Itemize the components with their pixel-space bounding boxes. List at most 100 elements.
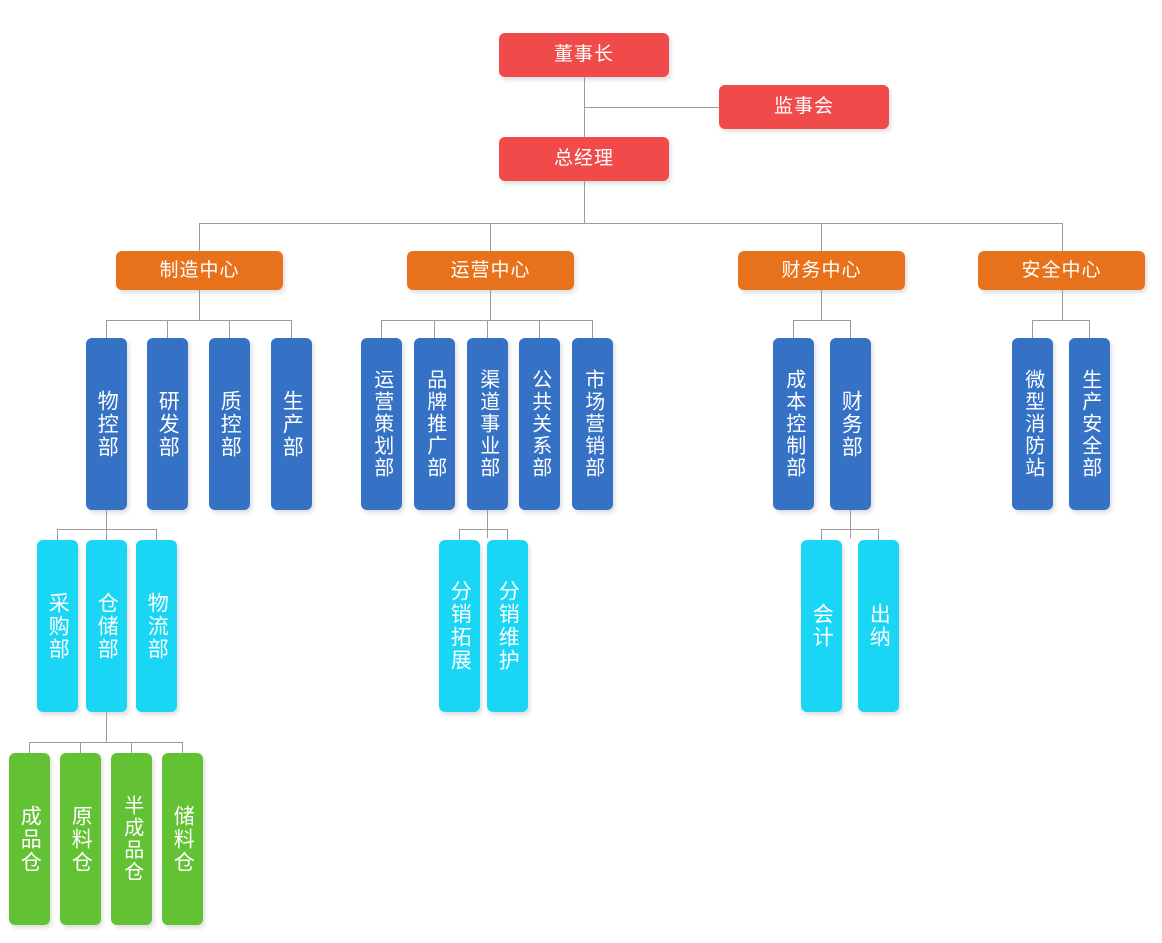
node-label: 储料仓: [171, 804, 195, 874]
connector-drop-operations: [490, 223, 491, 251]
connector-safety-down: [1062, 290, 1063, 320]
node-marketing-dept[interactable]: 市场营销部: [572, 338, 613, 510]
connector-drop-material-control: [106, 320, 107, 338]
connector-drop-ops-planning: [381, 320, 382, 338]
node-accounting[interactable]: 会计: [801, 540, 842, 712]
connector-drop-public-rel: [539, 320, 540, 338]
node-label: 运营中心: [450, 259, 531, 281]
node-label: 品牌推广部: [423, 369, 446, 479]
connector-manufacturing-down: [199, 290, 200, 320]
node-manufacturing-center[interactable]: 制造中心: [116, 251, 283, 290]
node-brand-promo-dept[interactable]: 品牌推广部: [414, 338, 455, 510]
connector-gm-down: [584, 181, 585, 223]
node-label: 监事会: [773, 96, 834, 118]
node-ops-planning-dept[interactable]: 运营策划部: [361, 338, 402, 510]
node-label: 研发部: [156, 389, 180, 459]
connector-drop-accounting: [821, 529, 822, 540]
connector-drop-semi-finished: [131, 742, 132, 753]
node-distribution-maintain[interactable]: 分销维护: [487, 540, 528, 712]
node-label: 物控部: [95, 389, 119, 459]
connector-drop-cost-control: [793, 320, 794, 338]
connector-drop-production: [291, 320, 292, 338]
node-distribution-expand[interactable]: 分销拓展: [439, 540, 480, 712]
node-label: 分销拓展: [448, 580, 472, 672]
node-logistics-dept[interactable]: 物流部: [136, 540, 177, 712]
connector-drop-channel-biz: [487, 320, 488, 338]
connector-drop-safety: [1062, 223, 1063, 251]
node-raw-material-warehouse[interactable]: 原料仓: [60, 753, 101, 925]
node-label: 公共关系部: [528, 369, 551, 479]
connector-drop-mini-fire-station: [1032, 320, 1033, 338]
node-label: 运营策划部: [370, 369, 393, 479]
node-finance-dept[interactable]: 财务部: [830, 338, 871, 510]
node-label: 安全中心: [1021, 259, 1102, 281]
connector-drop-quality-control: [229, 320, 230, 338]
node-label: 生产部: [280, 389, 304, 459]
node-label: 成品仓: [18, 804, 42, 874]
connector-operations-down: [490, 290, 491, 320]
node-finished-goods-warehouse[interactable]: 成品仓: [9, 753, 50, 925]
node-board-of-supervisors[interactable]: 监事会: [719, 85, 889, 129]
connector-finance-bus: [793, 320, 850, 321]
node-production-dept[interactable]: 生产部: [271, 338, 312, 510]
node-rnd-dept[interactable]: 研发部: [147, 338, 188, 510]
connector-centers-bus: [199, 223, 1063, 224]
node-label: 财务中心: [781, 259, 862, 281]
node-label: 董事长: [553, 44, 614, 66]
node-channel-biz-dept[interactable]: 渠道事业部: [467, 338, 508, 510]
node-quality-control-dept[interactable]: 质控部: [209, 338, 250, 510]
connector-drop-warehouse: [106, 529, 107, 540]
connector-drop-finance: [821, 223, 822, 251]
node-label: 采购部: [46, 591, 70, 661]
node-label: 总经理: [553, 148, 614, 170]
connector-drop-raw-material: [80, 742, 81, 753]
connector-drop-brand-promo: [434, 320, 435, 338]
connector-drop-storage-material: [182, 742, 183, 753]
node-label: 出纳: [867, 603, 891, 649]
node-material-control-dept[interactable]: 物控部: [86, 338, 127, 510]
node-safety-center[interactable]: 安全中心: [978, 251, 1145, 290]
connector-safety-bus: [1032, 320, 1089, 321]
node-label: 会计: [810, 603, 834, 649]
connector-material-control-down: [106, 510, 107, 538]
connector-drop-rnd: [167, 320, 168, 338]
connector-drop-finished-goods: [29, 742, 30, 753]
connector-channel-biz-down: [487, 510, 488, 538]
node-label: 制造中心: [159, 259, 240, 281]
node-label: 质控部: [218, 389, 242, 459]
node-label: 半成品仓: [120, 795, 143, 883]
node-mini-fire-station[interactable]: 微型消防站: [1012, 338, 1053, 510]
connector-drop-logistics: [156, 529, 157, 540]
connector-channel-biz-bus: [459, 529, 507, 530]
node-warehouse-dept[interactable]: 仓储部: [86, 540, 127, 712]
node-purchasing-dept[interactable]: 采购部: [37, 540, 78, 712]
connector-drop-marketing: [592, 320, 593, 338]
connector-manufacturing-bus: [106, 320, 292, 321]
node-label: 微型消防站: [1021, 369, 1044, 479]
node-storage-material-warehouse[interactable]: 储料仓: [162, 753, 203, 925]
connector-warehouse-down: [106, 712, 107, 742]
node-cashier[interactable]: 出纳: [858, 540, 899, 712]
node-chairman[interactable]: 董事长: [499, 33, 669, 77]
connector-drop-cashier: [878, 529, 879, 540]
node-production-safety-dept[interactable]: 生产安全部: [1069, 338, 1110, 510]
node-general-manager[interactable]: 总经理: [499, 137, 669, 181]
node-label: 物流部: [145, 591, 169, 661]
node-label: 成本控制部: [782, 369, 805, 479]
node-semi-finished-warehouse[interactable]: 半成品仓: [111, 753, 152, 925]
connector-finance-dept-bus: [821, 529, 878, 530]
connector-to-supervisors: [584, 107, 719, 108]
connector-finance-down: [821, 290, 822, 320]
node-operations-center[interactable]: 运营中心: [407, 251, 574, 290]
node-label: 分销维护: [496, 580, 520, 672]
node-public-rel-dept[interactable]: 公共关系部: [519, 338, 560, 510]
connector-drop-distribution-expand: [459, 529, 460, 540]
connector-warehouses-bus: [29, 742, 183, 743]
node-label: 渠道事业部: [476, 369, 499, 479]
connector-finance-dept-down: [850, 510, 851, 538]
node-label: 原料仓: [69, 804, 93, 874]
node-cost-control-dept[interactable]: 成本控制部: [773, 338, 814, 510]
node-finance-center[interactable]: 财务中心: [738, 251, 905, 290]
connector-drop-purchasing: [57, 529, 58, 540]
